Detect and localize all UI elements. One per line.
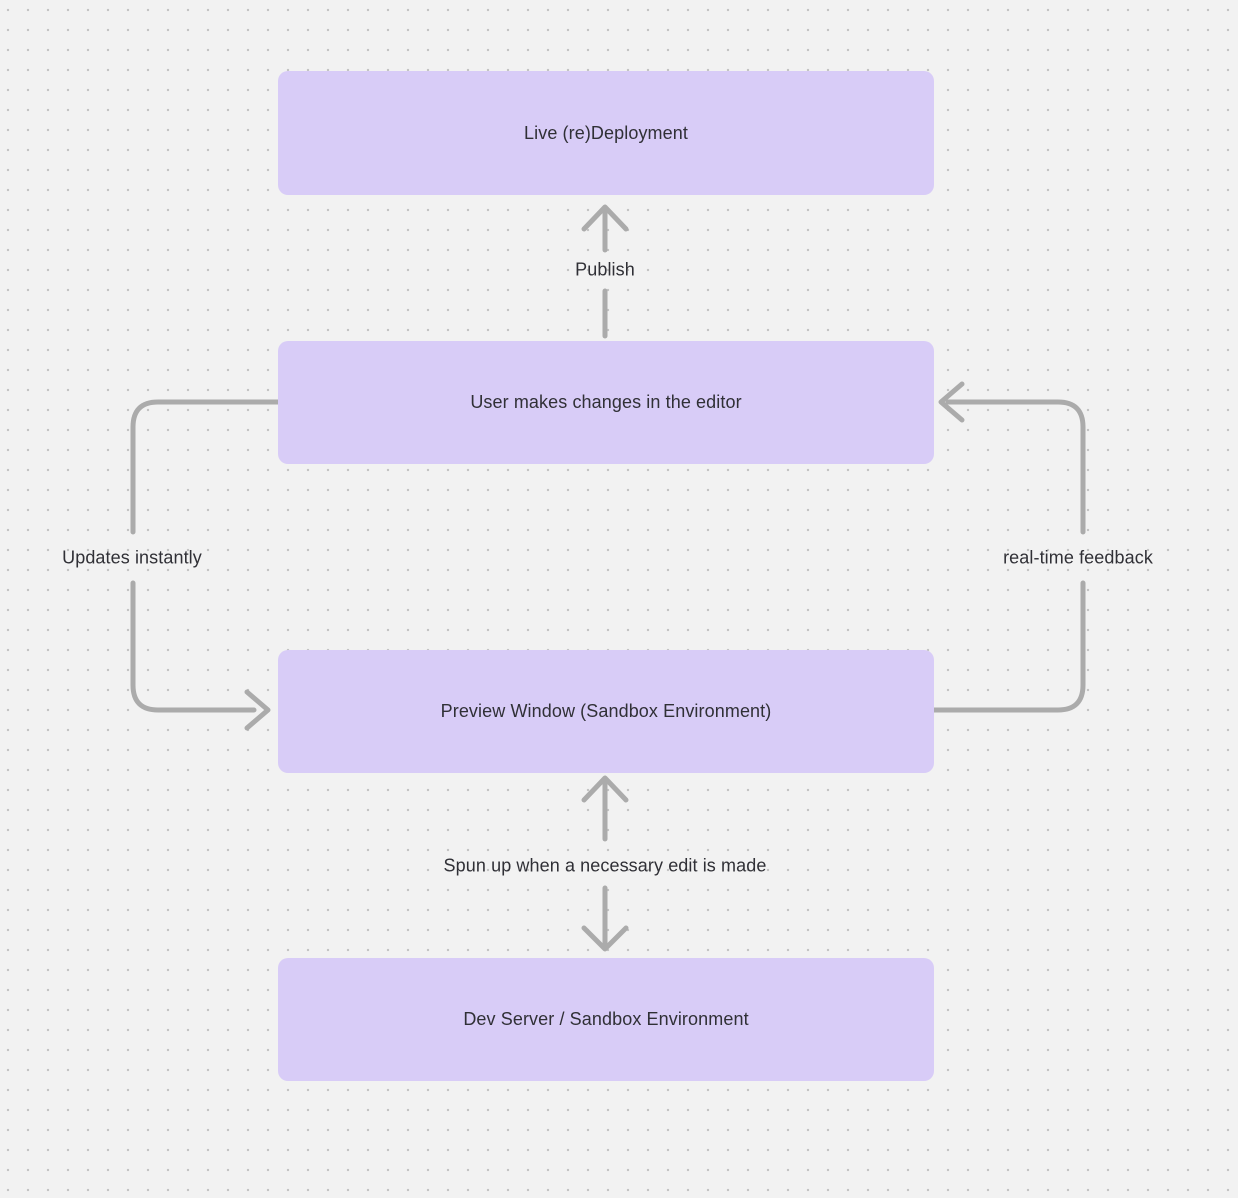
edge-updates-instantly-arrow[interactable]	[130, 399, 281, 731]
arrowhead-up-icon	[581, 204, 629, 232]
arrowhead-right-icon	[244, 689, 271, 731]
edge-label-updates-instantly: Updates instantly	[62, 547, 202, 568]
arrowhead-down-icon	[581, 925, 629, 952]
edge-realtime-feedback-arrow[interactable]	[931, 381, 1086, 713]
arrowhead-left-icon	[938, 381, 965, 423]
node-live-deployment[interactable]: Live (re)Deployment	[278, 71, 934, 195]
node-preview-window-label: Preview Window (Sandbox Environment)	[440, 701, 772, 721]
edge-publish-arrow[interactable]	[581, 204, 629, 339]
edge-label-realtime-feedback: real-time feedback	[1003, 547, 1153, 568]
node-dev-server-label: Dev Server / Sandbox Environment	[463, 1009, 749, 1029]
node-editor[interactable]: User makes changes in the editor	[278, 341, 934, 464]
node-preview-window[interactable]: Preview Window (Sandbox Environment)	[278, 650, 934, 773]
edge-label-publish: Publish	[575, 259, 635, 280]
node-live-deployment-label: Live (re)Deployment	[524, 122, 688, 143]
edge-spun-up-arrow[interactable]	[581, 775, 629, 952]
edge-label-spun-up: Spun up when a necessary edit is made	[443, 855, 767, 876]
node-editor-label: User makes changes in the editor	[470, 392, 742, 412]
node-dev-server[interactable]: Dev Server / Sandbox Environment	[278, 958, 934, 1081]
arrowhead-up-icon	[581, 775, 629, 803]
